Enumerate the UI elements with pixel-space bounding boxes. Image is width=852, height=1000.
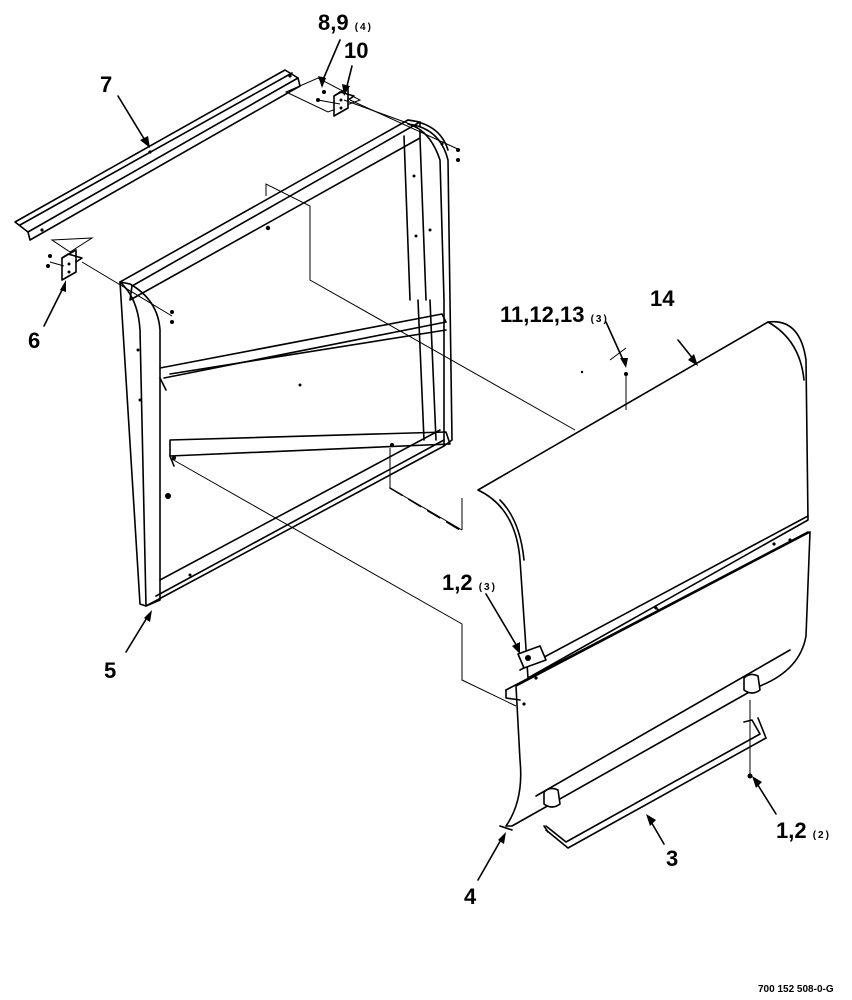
part-7-top-rail bbox=[14, 69, 301, 241]
callout-5: 5 bbox=[104, 658, 116, 683]
part-4-lower-cover bbox=[499, 515, 811, 831]
callout-7: 7 bbox=[100, 72, 112, 97]
callout-3: 3 bbox=[666, 846, 678, 871]
part-3-handle bbox=[543, 700, 767, 849]
part-5-frame bbox=[119, 119, 460, 607]
callout-10: 10 bbox=[344, 38, 368, 63]
callout-11-12-13: 11,12,13 (3) bbox=[500, 302, 609, 327]
callout-6: 6 bbox=[28, 328, 40, 353]
callout-8-9: 8,9 (4) bbox=[318, 10, 373, 35]
part-6-bracket bbox=[46, 249, 83, 281]
callout-1-2-upper: 1,2 (3) bbox=[442, 570, 497, 595]
callout-leaders bbox=[43, 39, 777, 881]
callout-1-2-lower: 1,2 (2) bbox=[776, 818, 831, 843]
drawing-number: 700 152 508-0-G bbox=[758, 984, 834, 995]
part-10-bracket-ghost-plate bbox=[50, 77, 362, 253]
callout-14: 14 bbox=[650, 286, 675, 311]
part-11-12-13-hardware bbox=[624, 372, 628, 410]
hinge-pads bbox=[517, 645, 761, 808]
callout-4: 4 bbox=[464, 884, 477, 909]
part-14-top-cover bbox=[477, 320, 809, 679]
